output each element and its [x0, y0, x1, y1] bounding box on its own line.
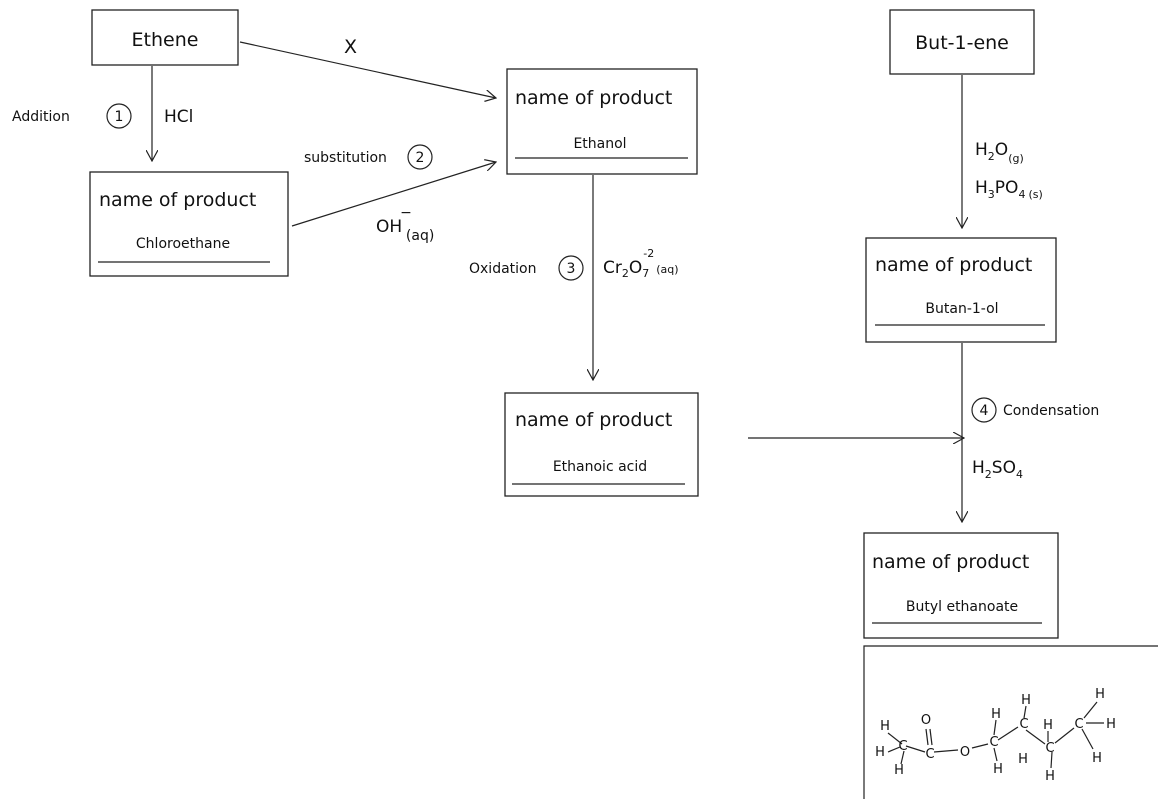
product-heading-butanol: name of product	[875, 254, 1032, 276]
ethanoic-acid-box	[504, 392, 699, 497]
atom-h: H	[1092, 751, 1102, 766]
product-heading-chloroethane: name of product	[99, 189, 256, 211]
atom-h: H	[1043, 718, 1053, 733]
arrow-step2	[291, 162, 496, 227]
step3-number: 3	[567, 261, 576, 277]
bond	[1054, 727, 1075, 744]
ethanol-label: Ethanol	[573, 136, 626, 152]
step2-circle	[407, 144, 433, 170]
atom-h: H	[1021, 693, 1031, 708]
step2-number: 2	[416, 150, 425, 166]
atom-c: C	[989, 735, 998, 750]
atom-h: H	[875, 745, 885, 760]
atom-c: C	[898, 739, 907, 754]
chloroethane-box	[89, 171, 289, 277]
bond	[887, 732, 903, 745]
atom-h: H	[894, 763, 904, 778]
atom-h: H	[993, 762, 1003, 777]
reagent-sulfuric-acid: H2SO4	[972, 458, 1023, 481]
atom-c: C	[925, 747, 934, 762]
step1-number: 1	[115, 109, 124, 125]
atom-h: H	[991, 707, 1001, 722]
atom-h: H	[1095, 687, 1105, 702]
atom-h: H	[1106, 717, 1116, 732]
product-heading-butyl-ethanoate: name of product	[872, 551, 1029, 573]
atom-o: O	[960, 745, 970, 760]
atom-o: O	[921, 713, 931, 728]
reagent-phosphoric-acid: H3PO4(s)	[975, 178, 1043, 201]
label-x: X	[344, 36, 357, 58]
structure-box	[863, 645, 1158, 799]
reagent-hcl: HCl	[164, 107, 193, 127]
bond	[1081, 728, 1094, 750]
reagent-water: H2O(g)	[975, 140, 1024, 165]
bond	[905, 745, 926, 753]
atom-c: C	[1045, 741, 1054, 756]
label-oxidation: Oxidation	[469, 261, 536, 277]
arrow-x	[239, 41, 496, 98]
ethene-label: Ethene	[132, 29, 199, 51]
atom-h: H	[1045, 769, 1055, 784]
label-condensation: Condensation	[1003, 403, 1099, 419]
atom-c: C	[1019, 717, 1028, 732]
atom-h: H	[880, 719, 890, 734]
butyl-ethanoate-structure: H H C H O C O H C H H C H H C H C H H H	[875, 687, 1116, 784]
butene-box	[889, 9, 1035, 75]
product-heading-ethanol: name of product	[515, 87, 672, 109]
reagent-oh: OH−(aq)	[376, 205, 434, 244]
ethanoic-acid-label: Ethanoic acid	[553, 459, 647, 475]
atom-h: H	[1018, 752, 1028, 767]
butanol-label: Butan-1-ol	[925, 301, 998, 317]
chloroethane-label: Chloroethane	[136, 236, 230, 252]
label-substitution: substitution	[304, 150, 387, 166]
step4-circle	[971, 397, 997, 423]
bond	[929, 728, 933, 746]
ethene-box	[91, 9, 239, 66]
bond	[925, 728, 929, 746]
reagent-dichromate: Cr2O7-2(aq)	[603, 247, 679, 280]
bond	[1025, 729, 1046, 745]
atom-c: C	[1074, 717, 1083, 732]
bond	[997, 726, 1019, 741]
bond	[933, 749, 959, 753]
product-heading-ethanoic-acid: name of product	[515, 409, 672, 431]
step1-circle	[106, 103, 132, 129]
step4-number: 4	[980, 403, 989, 419]
bond	[887, 746, 901, 753]
butyl-ethanoate-label: Butyl ethanoate	[906, 599, 1018, 615]
bond	[1050, 751, 1053, 769]
bond	[1083, 701, 1098, 719]
bond	[971, 743, 989, 749]
label-addition: Addition	[12, 109, 70, 125]
bond	[993, 747, 998, 762]
step3-circle	[558, 255, 584, 281]
bond	[993, 719, 997, 736]
bond	[900, 750, 905, 765]
butyl-ethanoate-box	[863, 532, 1059, 639]
butene-label: But-1-ene	[915, 32, 1009, 54]
ethanol-box	[506, 68, 698, 175]
bond	[1023, 705, 1027, 719]
